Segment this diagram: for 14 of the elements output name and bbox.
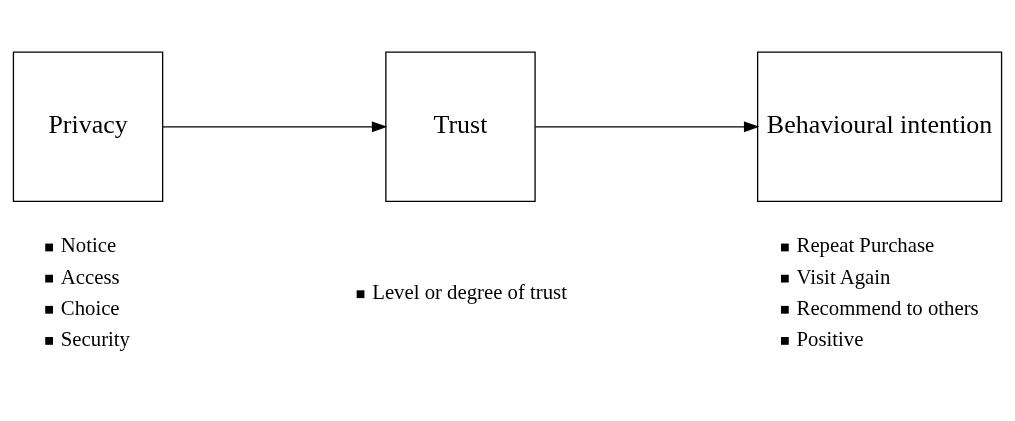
node-box: Behavioural intention [756,51,1003,203]
arrow [534,121,760,133]
node-label: Security [60,327,130,350]
node-label: Choice [60,296,120,319]
node-box: Privacy [12,51,164,203]
node-box: Trust [385,51,536,203]
node-label: Recommend to others [796,296,979,319]
node-label: Notice [60,234,117,257]
node-label: Level or degree of trust [372,281,567,304]
node-label: Repeat Purchase [796,234,935,257]
arrow [162,121,388,133]
node-label: Positive [796,327,864,350]
node-label: Visit Again [796,265,891,288]
node-label: Access [60,265,120,288]
